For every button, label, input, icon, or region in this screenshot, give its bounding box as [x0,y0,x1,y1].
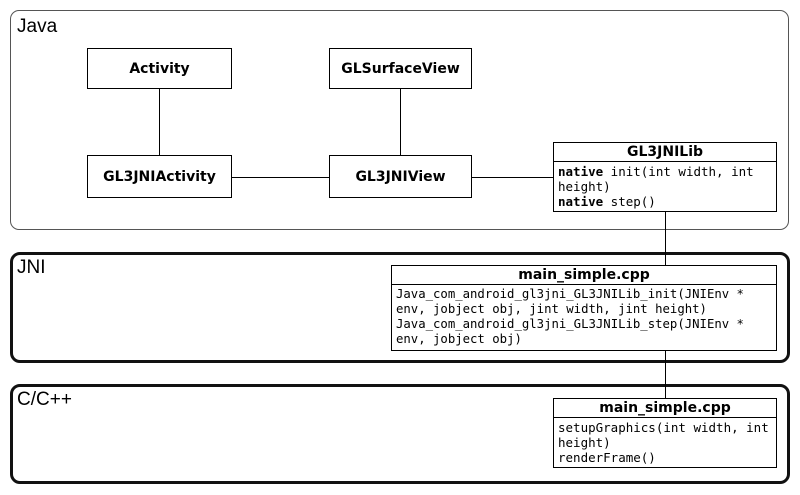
gl3jnilib-method-init: native init(int width, int height) [558,164,762,194]
jni-main-simple-methods: Java_com_android_gl3jni_GL3JNILib_init(J… [392,285,776,349]
gl3jnilib-title: GL3JNILib [554,143,776,162]
connector-gl3jniactivity-gl3jniview [231,177,329,178]
cpp-main-simple-title: main_simple.cpp [554,399,776,418]
connector-gl3jniview-gl3jnilib [472,177,553,178]
jni-main-simple-title: main_simple.cpp [392,266,776,285]
gl3jniview-box: GL3JNIView [329,155,472,198]
connector-jni-cpp [665,351,666,398]
connector-activity-gl3jniactivity [159,88,160,155]
jni-method-init: Java_com_android_gl3jni_GL3JNILib_init(J… [396,287,752,316]
gl3jniactivity-label: GL3JNIActivity [103,168,216,185]
cpp-layer-label: C/C++ [17,389,72,410]
activity-box: Activity [87,48,232,89]
cpp-method-renderframe: renderFrame() [558,450,656,465]
cpp-main-simple-methods: setupGraphics(int width, int height)rend… [554,418,776,467]
gl3jniactivity-box: GL3JNIActivity [87,155,232,198]
cpp-method-setupgraphics: setupGraphics(int width, int height) [558,420,777,450]
gl3jniview-label: GL3JNIView [355,168,446,185]
jni-layer-label: JNI [17,257,46,278]
jni-method-step: Java_com_android_gl3jni_GL3JNILib_step(J… [396,317,752,346]
gl3jnilib-methods: native init(int width, int height)native… [554,162,776,211]
glsurfaceview-label: GLSurfaceView [341,60,460,77]
connector-gl3jnilib-jni [665,211,666,265]
cpp-main-simple-class: main_simple.cpp setupGraphics(int width,… [553,398,777,468]
jni-main-simple-class: main_simple.cpp Java_com_android_gl3jni_… [391,265,777,351]
glsurfaceview-box: GLSurfaceView [329,48,472,89]
java-layer-label: Java [17,16,58,37]
gl3jnilib-method-step: native step() [558,194,656,209]
connector-glsurfaceview-gl3jniview [400,88,401,155]
gl3jnilib-class: GL3JNILib native init(int width, int hei… [553,142,777,212]
activity-label: Activity [129,60,190,77]
